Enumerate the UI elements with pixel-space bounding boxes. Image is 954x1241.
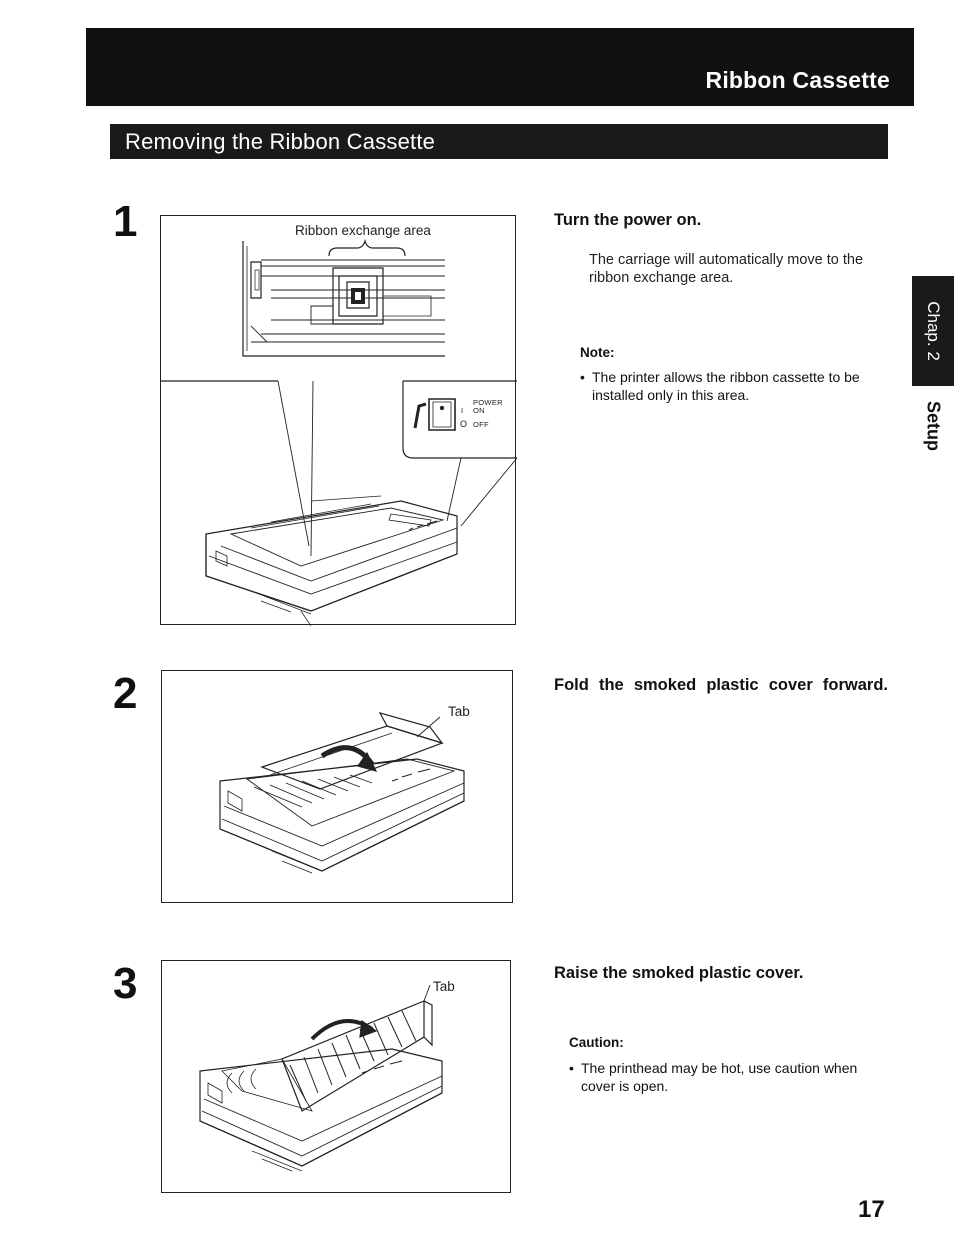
power-label: POWER [473, 398, 503, 407]
step-3-figure: Tab [161, 960, 511, 1193]
printer-fold-cover-illustration [219, 712, 465, 874]
chapter-tab-label: Chap. 2 [924, 301, 943, 361]
step-1-number: 1 [113, 197, 138, 246]
step-2-instruction: Fold the smoked plastic cover forward. [554, 676, 888, 694]
chapter-tab: Chap. 2 [912, 276, 954, 386]
ribbon-exchange-caption: Ribbon exchange area [295, 223, 431, 238]
step-3-tab-label: Tab [433, 979, 455, 994]
step-3-number: 3 [113, 959, 138, 1008]
step-2-figure: Tab [161, 670, 513, 903]
step-3-caution-label: Caution: [569, 1035, 624, 1050]
off-label: OFF [473, 420, 489, 429]
on-symbol: I [461, 406, 464, 415]
page-number: 17 [858, 1196, 885, 1223]
section-band: Removing the Ribbon Cassette [110, 124, 888, 159]
step-1-body: The carriage will automatically move to … [589, 252, 864, 286]
header-title: Ribbon Cassette [705, 67, 890, 93]
header-band: Ribbon Cassette [86, 28, 914, 106]
on-label: ON [473, 406, 485, 415]
step-1-instruction: Turn the power on. [554, 211, 702, 229]
chapter-section-label: Setup [923, 400, 944, 452]
section-title: Removing the Ribbon Cassette [125, 129, 436, 154]
off-symbol: O [460, 419, 468, 429]
step-2-tab-label: Tab [448, 704, 470, 719]
printer-raise-cover-illustration [199, 984, 443, 1172]
step-1-figure: Ribbon exchange area [160, 215, 517, 626]
step-1-note-text: The printer allows the ribbon cassette t… [592, 369, 860, 403]
printer-power-illustration [161, 238, 517, 626]
step-3-caution-bullet: • The printhead may be hot, use caution … [569, 1059, 869, 1095]
step-1-note-label: Note: [580, 345, 615, 360]
step-3-instruction: Raise the smoked plastic cover. [554, 964, 804, 982]
step-2-number: 2 [113, 669, 138, 718]
step-1-note-bullet: • The printer allows the ribbon cassette… [580, 368, 875, 404]
step-3-caution-text: The printhead may be hot, use caution wh… [581, 1060, 858, 1094]
